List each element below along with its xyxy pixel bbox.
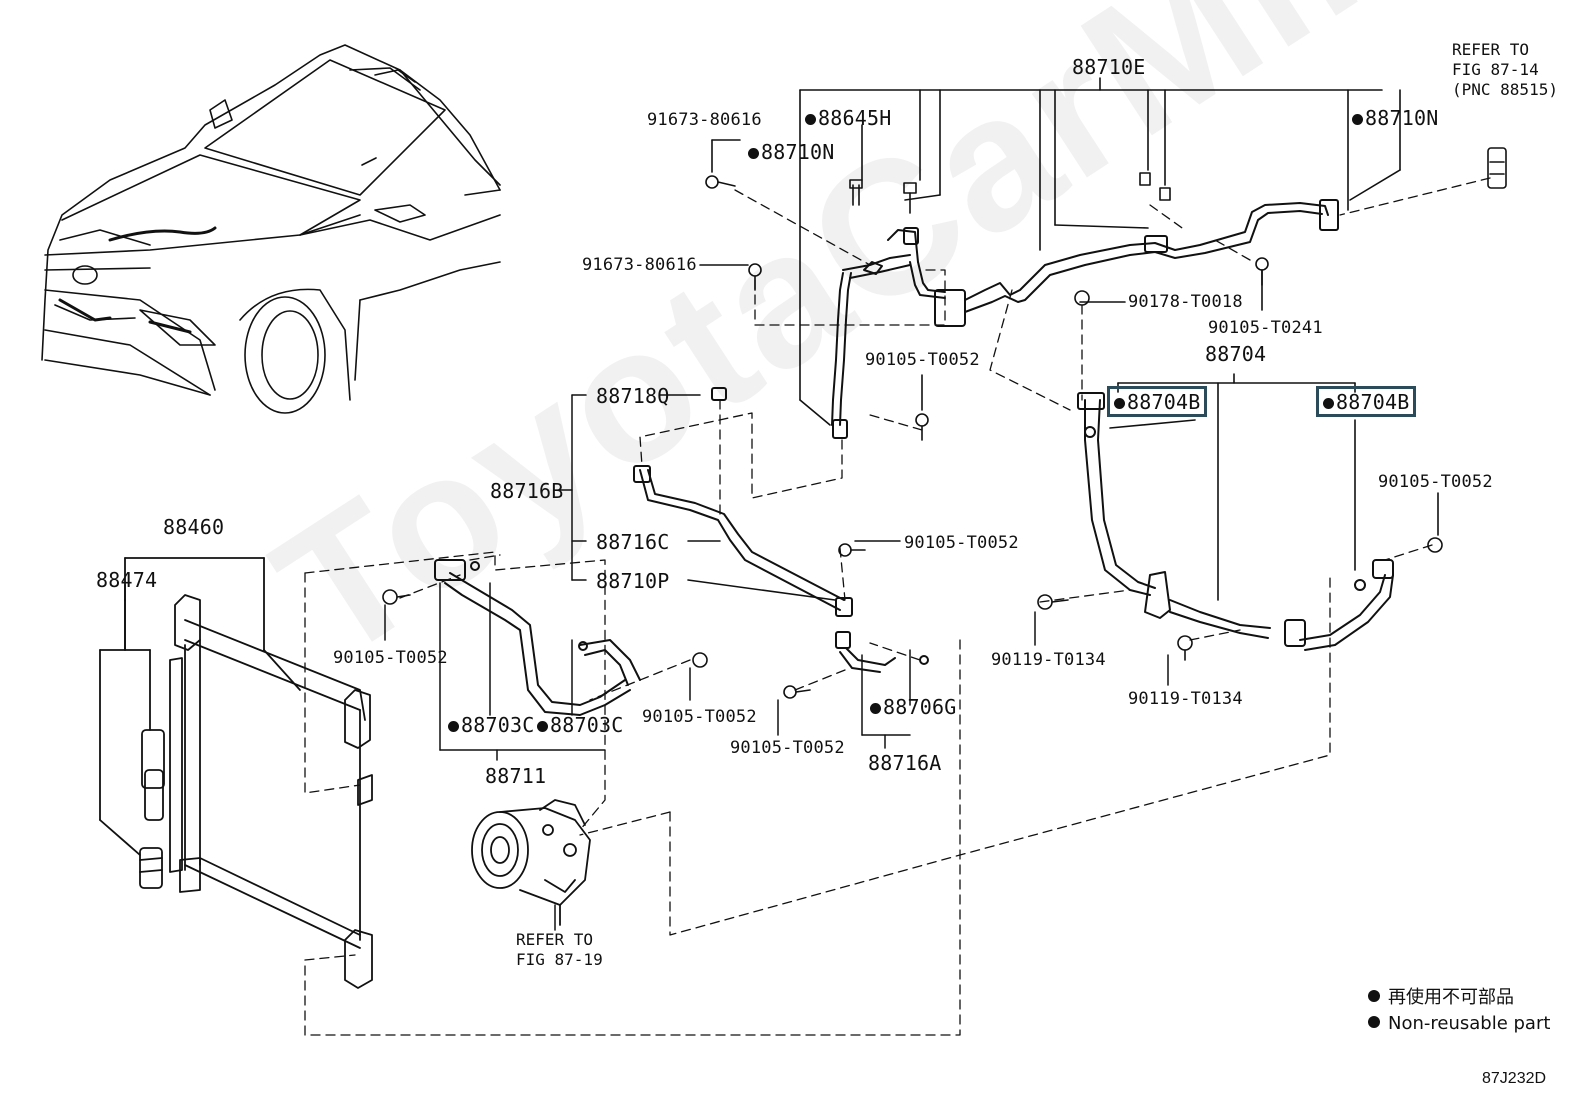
label-90105-T0052-2: 90105-T0052: [1378, 472, 1493, 492]
compressor: [471, 799, 591, 926]
label-88706G-text: 88706G: [883, 695, 957, 719]
label-91673-80616-a: 91673-80616: [647, 110, 762, 130]
dashed-routing: [304, 177, 1491, 1036]
label-88710P: 88710P: [596, 569, 670, 593]
refer-note-line-2: FIG 87-19: [516, 950, 603, 969]
label-88645H-text: 88645H: [818, 106, 892, 130]
non-reusable-dot: [870, 703, 881, 714]
label-88460: 88460: [163, 515, 225, 539]
label-90119-T0134-a: 90119-T0134: [991, 650, 1106, 670]
refer-note-line-1: REFER TO: [516, 930, 594, 949]
label-88716B: 88716B: [490, 479, 564, 503]
label-88704B-right: 88704B: [1316, 386, 1417, 417]
label-88703C-right-text: 88703C: [550, 713, 624, 737]
refer-note-line-2: FIG 87-14: [1452, 60, 1539, 79]
refer-note-line-1: REFER TO: [1452, 40, 1530, 59]
fasteners-middle: [382, 543, 866, 699]
label-88710N-right-text: 88710N: [1365, 106, 1439, 130]
label-88704: 88704: [1205, 342, 1267, 366]
non-reusable-dot: [537, 721, 548, 732]
fasteners-top: [705, 147, 1507, 441]
label-88645H: 88645H: [805, 106, 891, 130]
non-reusable-dot: [1352, 114, 1363, 125]
label-88710N-left: 88710N: [748, 140, 834, 164]
leader-lines-misc: [384, 394, 1169, 931]
label-90105-T0052-1: 90105-T0052: [865, 350, 980, 370]
non-reusable-dot: [1368, 1016, 1380, 1028]
non-reusable-dot: [1368, 990, 1380, 1002]
label-88704B-left-text: 88704B: [1127, 390, 1201, 414]
legend-row-jp: 再使用不可部品: [1368, 985, 1550, 1011]
label-88711: 88711: [485, 764, 547, 788]
refer-note-line-3: (PNC 88515): [1452, 80, 1558, 99]
non-reusable-dot: [1114, 398, 1125, 409]
non-reusable-dot: [805, 114, 816, 125]
label-90105-T0052-6: 90105-T0052: [730, 738, 845, 758]
label-88710N-right: 88710N: [1352, 106, 1438, 130]
label-88718Q: 88718Q: [596, 384, 670, 408]
hose-88711: [434, 559, 641, 716]
label-88703C-left-text: 88703C: [461, 713, 535, 737]
label-88474: 88474: [96, 568, 158, 592]
pipe-88716B: [633, 387, 929, 673]
label-90119-T0134-b: 90119-T0134: [1128, 689, 1243, 709]
label-91673-80616-b: 91673-80616: [582, 255, 697, 275]
vehicle-illustration: [41, 44, 501, 414]
legend-en-text: Non-reusable part: [1388, 1013, 1551, 1034]
figure-code: 87J232D: [1482, 1070, 1547, 1087]
label-90105-T0052-3: 90105-T0052: [904, 533, 1019, 553]
non-reusable-dot: [448, 721, 459, 732]
label-90105-T0241: 90105-T0241: [1208, 318, 1323, 338]
non-reusable-dot: [748, 148, 759, 159]
legend-row-en: Non-reusable part: [1368, 1011, 1550, 1037]
label-90105-T0052-4: 90105-T0052: [333, 648, 448, 668]
legend-jp-text: 再使用不可部品: [1388, 987, 1514, 1008]
label-90105-T0052-5: 90105-T0052: [642, 707, 757, 727]
refer-note-fig-87-19: REFER TO FIG 87-19: [516, 930, 603, 970]
label-88706G: 88706G: [870, 695, 956, 719]
label-88710E: 88710E: [1072, 55, 1146, 79]
fasteners-right: [1037, 537, 1443, 661]
legend: 再使用不可部品 Non-reusable part: [1368, 985, 1550, 1037]
label-88704B-right-text: 88704B: [1336, 390, 1410, 414]
hose-88704: [1077, 392, 1394, 651]
leader-lines-top: [699, 77, 1439, 601]
label-88703C-right: 88703C: [537, 713, 623, 737]
condenser-88460: [99, 557, 373, 989]
non-reusable-dot: [1323, 398, 1334, 409]
refer-note-fig-87-14: REFER TO FIG 87-14 (PNC 88515): [1452, 40, 1558, 100]
pipe-88710E: [831, 199, 1339, 439]
label-88703C-left: 88703C: [448, 713, 534, 737]
label-88704B-left: 88704B: [1107, 386, 1208, 417]
label-88716A: 88716A: [868, 751, 942, 775]
label-88716C: 88716C: [596, 530, 670, 554]
label-88710N-left-text: 88710N: [761, 140, 835, 164]
label-90178-T0018: 90178-T0018: [1128, 292, 1243, 312]
